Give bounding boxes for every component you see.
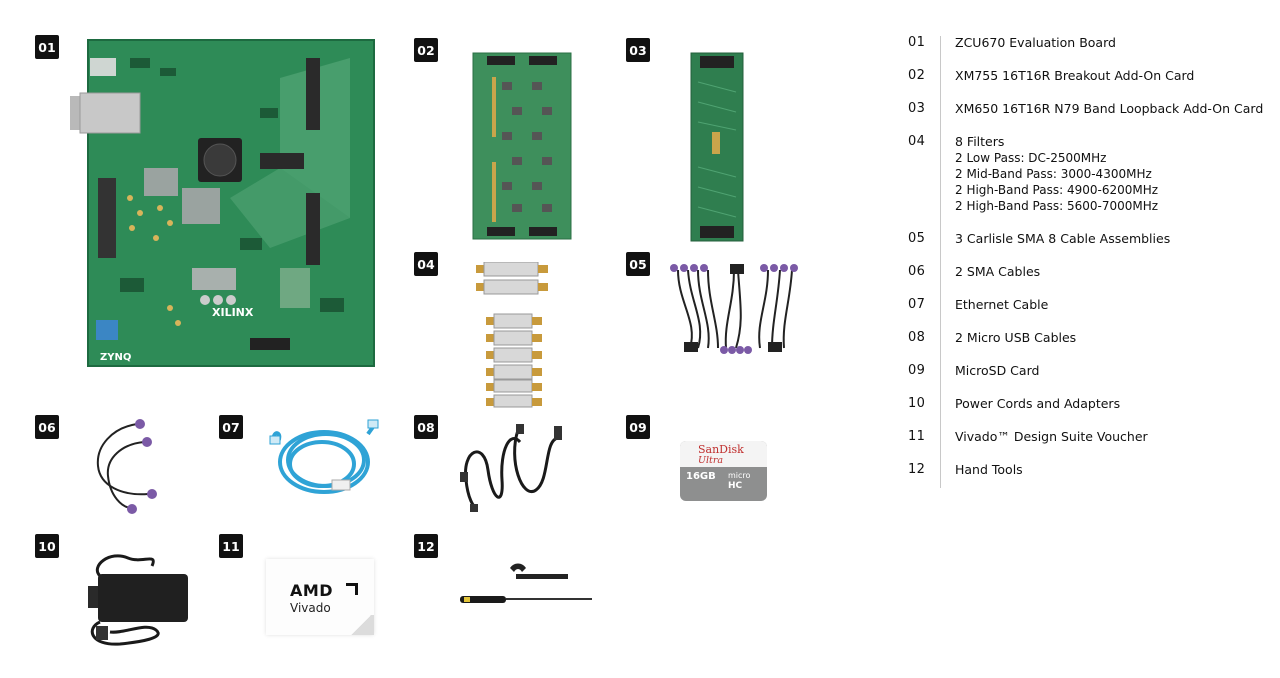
legend-number: 09 (908, 363, 926, 378)
vivado-voucher-image: AMD Vivado (266, 559, 374, 635)
legend-number: 02 (908, 68, 926, 83)
legend-divider (940, 36, 941, 488)
sd-series-label: Ultra (698, 455, 724, 466)
hand-tools-image (460, 563, 592, 603)
legend-number: 10 (908, 396, 926, 411)
item-number-badge: 12 (414, 534, 438, 558)
legend-number: 08 (908, 330, 926, 345)
legend-number: 11 (908, 429, 926, 444)
item-number-badge: 04 (414, 252, 438, 276)
contents-legend: 01 ZCU670 Evaluation Board 02 XM755 16T1… (908, 34, 1268, 494)
micro-usb-cables-image (460, 424, 562, 512)
legend-item: 03 XM650 16T16R N79 Band Loopback Add-On… (908, 100, 1268, 133)
sd-hc-label: HC (728, 481, 743, 491)
voucher-amd-logo: AMD (290, 581, 334, 600)
legend-title: Vivado™ Design Suite Voucher (955, 429, 1148, 444)
item-number-badge: 08 (414, 415, 438, 439)
legend-item: 05 3 Carlisle SMA 8 Cable Assemblies (908, 230, 1268, 263)
legend-item: 06 2 SMA Cables (908, 263, 1268, 296)
legend-title: MicroSD Card (955, 363, 1040, 378)
legend-item: 01 ZCU670 Evaluation Board (908, 34, 1268, 67)
legend-title: Power Cords and Adapters (955, 396, 1121, 411)
legend-title: 2 Micro USB Cables (955, 330, 1077, 345)
legend-number: 07 (908, 297, 926, 312)
loopback-card-image (690, 52, 744, 242)
legend-item: 10 Power Cords and Adapters (908, 395, 1268, 428)
filters-image (476, 262, 548, 408)
legend-title: Ethernet Cable (955, 297, 1049, 312)
legend-number: 06 (908, 264, 926, 279)
legend-title: 2 SMA Cables (955, 264, 1041, 279)
legend-number: 12 (908, 462, 926, 477)
item-number-badge: 03 (626, 38, 650, 62)
voucher-vivado-label: Vivado (290, 601, 331, 615)
breakout-card-image (472, 52, 572, 240)
ethernet-cable-image (269, 419, 379, 494)
legend-item: 08 2 Micro USB Cables (908, 329, 1268, 362)
legend-number: 01 (908, 35, 926, 50)
item-number-badge: 09 (626, 415, 650, 439)
item-number-badge: 07 (219, 415, 243, 439)
legend-title: XM650 16T16R N79 Band Loopback Add-On Ca… (955, 101, 1264, 116)
page-curl-icon (348, 615, 374, 635)
legend-number: 03 (908, 101, 926, 116)
legend-item: 02 XM755 16T16R Breakout Add-On Card (908, 67, 1268, 100)
power-adapter-image (88, 554, 188, 646)
legend-title: 8 Filters (955, 134, 1005, 149)
legend-title: Hand Tools (955, 462, 1023, 477)
legend-item: 04 8 Filters 2 Low Pass: DC-2500MHz 2 Mi… (908, 133, 1268, 230)
sd-brand-label: SanDisk (698, 443, 744, 456)
item-number-badge: 05 (626, 252, 650, 276)
legend-subitem: 2 Mid-Band Pass: 3000-4300MHz (955, 167, 1152, 181)
legend-title: ZCU670 Evaluation Board (955, 35, 1116, 50)
legend-title: 3 Carlisle SMA 8 Cable Assemblies (955, 231, 1171, 246)
legend-subitem: 2 Low Pass: DC-2500MHz (955, 151, 1107, 165)
legend-title: XM755 16T16R Breakout Add-On Card (955, 68, 1195, 83)
evaluation-board-image: XILINX ZYNQ (70, 39, 375, 367)
legend-item: 09 MicroSD Card (908, 362, 1268, 395)
item-number-badge: 02 (414, 38, 438, 62)
legend-item: 12 Hand Tools (908, 461, 1268, 494)
sd-micro-label: micro (728, 471, 751, 480)
item-number-badge: 10 (35, 534, 59, 558)
legend-number: 04 (908, 134, 926, 149)
sma-cables-image (96, 419, 157, 514)
item-number-badge: 01 (35, 35, 59, 59)
legend-item: 07 Ethernet Cable (908, 296, 1268, 329)
legend-item: 11 Vivado™ Design Suite Voucher (908, 428, 1268, 461)
legend-subitem: 2 High-Band Pass: 4900-6200MHz (955, 183, 1159, 197)
sma-cable-assemblies-image (670, 264, 798, 354)
board-zynq-label: ZYNQ (100, 352, 131, 363)
legend-number: 05 (908, 231, 926, 246)
microsd-card-image: SanDisk Ultra 16GB micro HC (680, 441, 767, 501)
board-brand-label: XILINX (212, 306, 254, 319)
sd-capacity-label: 16GB (686, 471, 716, 482)
item-number-badge: 06 (35, 415, 59, 439)
legend-subitem: 2 High-Band Pass: 5600-7000MHz (955, 199, 1159, 213)
amd-arrow-icon (346, 583, 358, 595)
item-number-badge: 11 (219, 534, 243, 558)
